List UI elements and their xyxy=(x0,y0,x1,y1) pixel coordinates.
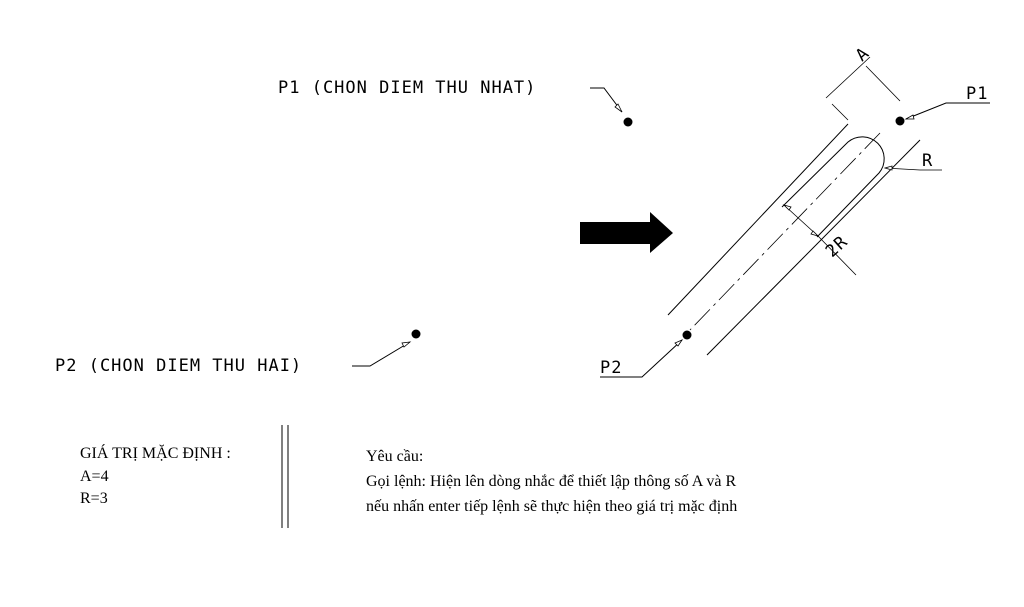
defaults-title: GIÁ TRỊ MẶC ĐỊNH : xyxy=(80,443,231,462)
p2-leader-line xyxy=(352,341,411,367)
slot-inner-rounded xyxy=(781,136,885,238)
dim-a-label: A xyxy=(852,43,874,65)
p1-prompt-label: P1 (CHON DIEM THU NHAT) xyxy=(278,78,536,98)
r-leader-line xyxy=(884,167,942,171)
requirements-title: Yêu cầu: xyxy=(366,448,423,465)
p1-leader-line xyxy=(590,87,623,113)
p1-result-arrow xyxy=(904,114,915,120)
p1-result-point xyxy=(895,116,905,126)
requirements-block: Yêu cầu: Gọi lệnh: Hiện lên dòng nhắc để… xyxy=(366,448,737,515)
p2-result-point xyxy=(682,330,692,340)
transition-arrow-icon xyxy=(580,212,673,253)
p2-point xyxy=(411,329,421,339)
p1-result-leader xyxy=(905,102,990,120)
left-panel: P1 (CHON DIEM THU NHAT) P2 (CHON DIEM TH… xyxy=(55,78,633,376)
p2-prompt-label: P2 (CHON DIEM THU HAI) xyxy=(55,356,302,376)
default-r-value: R=3 xyxy=(80,490,108,507)
dim-2r-ext xyxy=(817,235,857,276)
requirements-line-2: nếu nhấn enter tiếp lệnh sẽ thực hiện th… xyxy=(366,498,737,515)
r-label: R xyxy=(922,151,933,171)
p1-result-label: P1 xyxy=(966,84,988,104)
right-panel: A 2R R P1 P2 xyxy=(600,43,990,378)
p1-point xyxy=(623,117,633,127)
dim-2r-line xyxy=(783,204,819,237)
dim-2r-label: 2R xyxy=(822,232,852,262)
p2-leader-arrow xyxy=(401,341,412,348)
defaults-block: GIÁ TRỊ MẶC ĐỊNH : A=4 R=3 xyxy=(80,443,231,507)
p2-result-label: P2 xyxy=(600,358,622,378)
p1-leader-arrow xyxy=(614,103,623,113)
requirements-line-1: Gọi lệnh: Hiện lên dòng nhắc để thiết lậ… xyxy=(366,473,736,490)
dim-2r-arrow-2 xyxy=(810,230,820,237)
p2-result-arrow xyxy=(674,339,684,347)
r-leader-arrow xyxy=(883,165,893,171)
dim-2r-arrow-1 xyxy=(782,204,792,211)
dim-a-line xyxy=(825,56,871,99)
slot-outer-line-1 xyxy=(667,123,849,316)
slot-centerline xyxy=(689,132,881,331)
slot-outer-line-2 xyxy=(706,139,921,356)
dim-a-ext-2 xyxy=(865,65,901,102)
dim-a-ext-1 xyxy=(831,103,849,121)
default-a-value: A=4 xyxy=(80,468,109,485)
p2-result-leader xyxy=(600,339,683,378)
